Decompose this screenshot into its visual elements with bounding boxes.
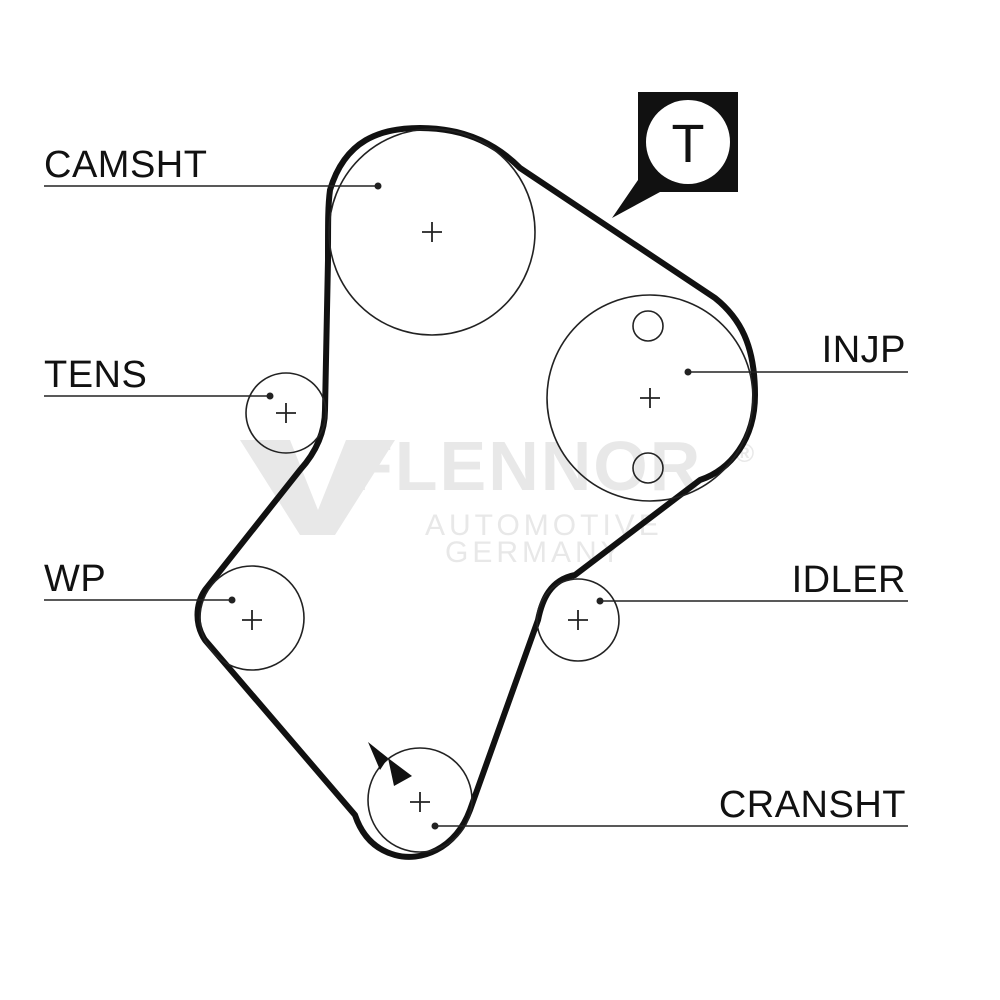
tensioner-pulley xyxy=(245,372,327,454)
tensioner-badge: T xyxy=(612,92,738,218)
badge-circle xyxy=(646,100,730,184)
label-camsht: CAMSHT xyxy=(44,144,207,186)
timing-belt xyxy=(194,125,758,860)
injection-pump-pulley xyxy=(546,294,754,502)
idler-pulley xyxy=(536,578,620,662)
watermark-logo-mark xyxy=(240,440,395,535)
timing-mark-icon xyxy=(368,742,412,786)
watermark-brand: FLENNOR xyxy=(350,427,702,505)
water-pump-pulley xyxy=(199,565,305,671)
watermark-line2: GERMANY xyxy=(445,536,625,569)
label-wp: WP xyxy=(44,558,106,600)
watermark-line1: AUTOMOTIVE xyxy=(425,509,663,542)
label-injp: INJP xyxy=(822,329,906,371)
crankshaft-pulley xyxy=(367,742,473,853)
label-cransht: CRANSHT xyxy=(719,784,906,826)
badge-letter: T xyxy=(672,114,705,174)
camshaft-pulley xyxy=(328,128,536,336)
label-idler: IDLER xyxy=(792,559,906,601)
label-tens: TENS xyxy=(44,354,147,396)
